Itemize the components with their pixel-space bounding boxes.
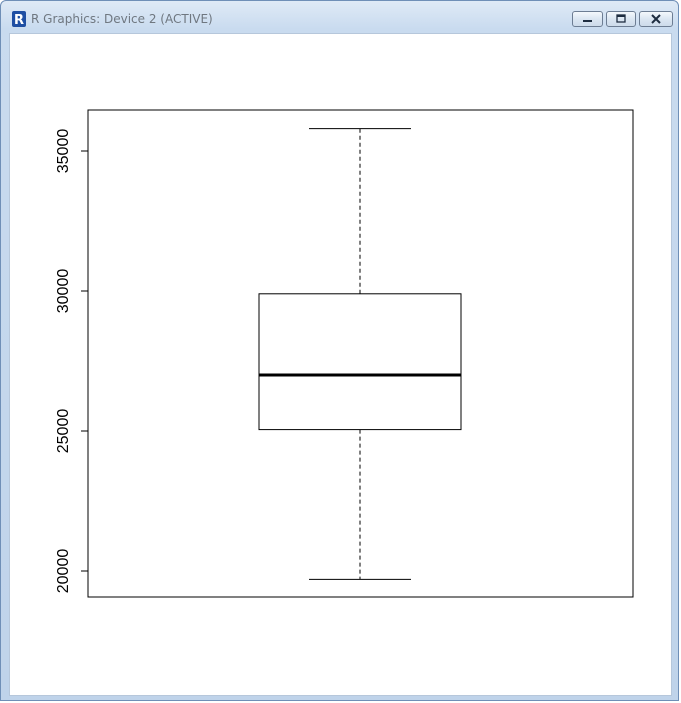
- close-button[interactable]: [639, 11, 673, 27]
- restore-icon: [616, 14, 626, 23]
- boxplot-chart: 20000 25000 30000 35000: [55, 109, 634, 598]
- svg-text:R: R: [14, 13, 24, 28]
- close-icon: [651, 14, 661, 24]
- iqr-box: [258, 293, 462, 431]
- y-tick-label-35000: 35000: [55, 129, 72, 174]
- r-logo-icon: R: [12, 11, 26, 28]
- y-tick-label-25000: 25000: [55, 409, 72, 454]
- title-bar[interactable]: R R Graphics: Device 2 (ACTIVE): [1, 1, 678, 34]
- window-title: R Graphics: Device 2 (ACTIVE): [31, 12, 213, 26]
- graphics-canvas: 20000 25000 30000 35000: [9, 33, 672, 696]
- minimize-button[interactable]: [572, 11, 603, 27]
- y-tick-label-30000: 30000: [55, 269, 72, 314]
- minimize-icon: [583, 20, 592, 22]
- restore-button[interactable]: [606, 11, 636, 27]
- y-tick-label-20000: 20000: [55, 549, 72, 594]
